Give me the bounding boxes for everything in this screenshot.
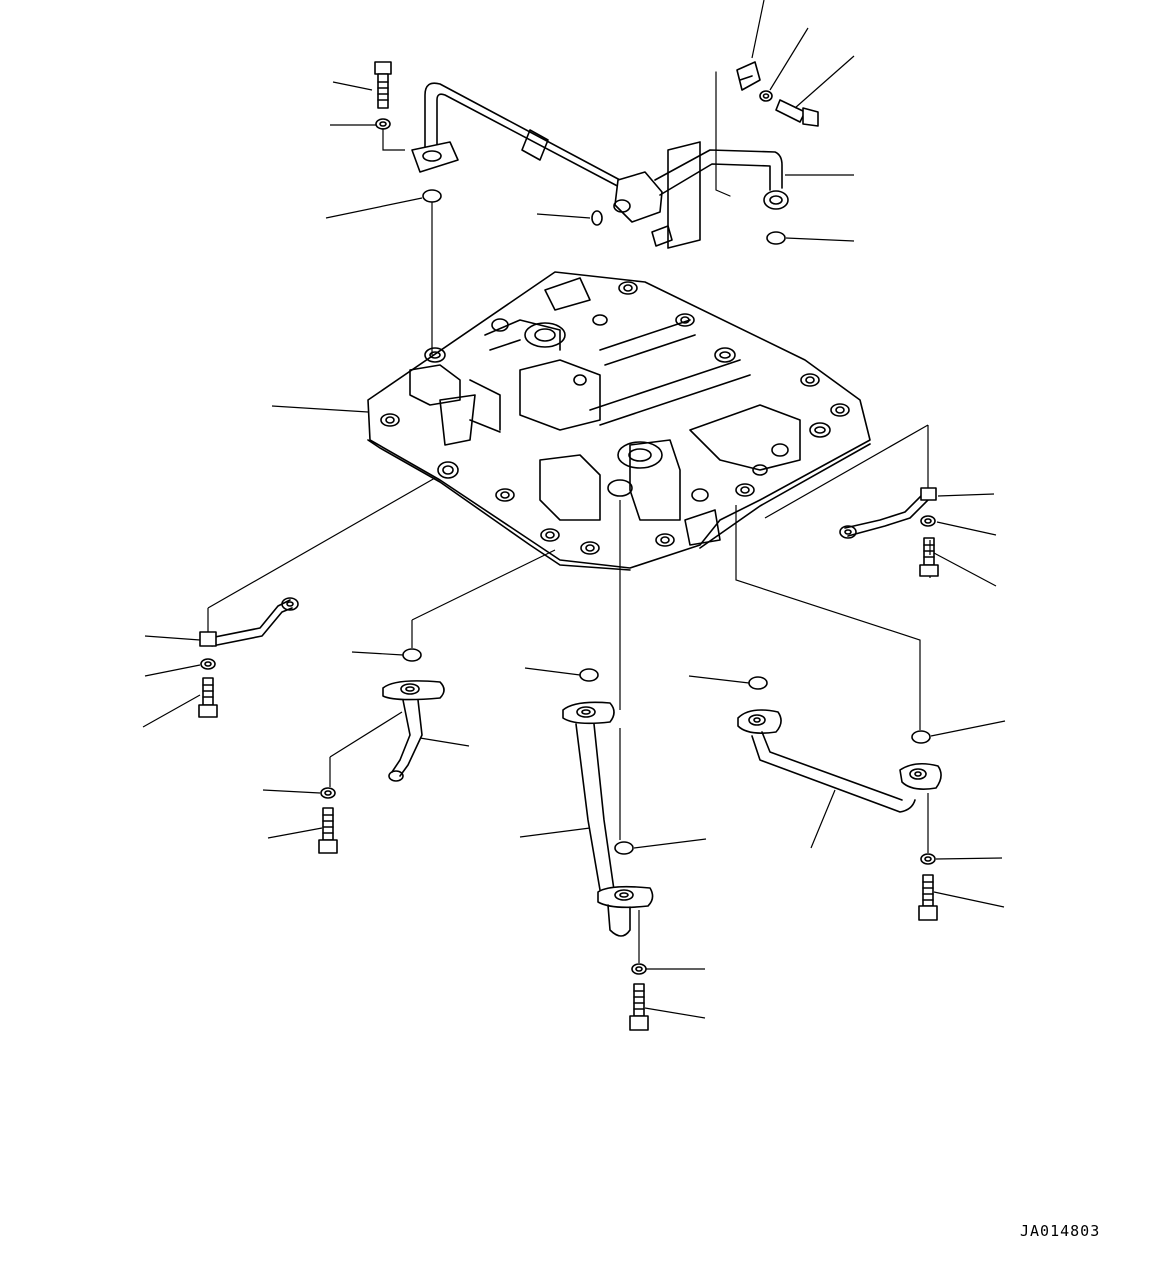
top-pipe-assembly: [411, 71, 789, 249]
clip-clamp: [736, 61, 761, 91]
o-ring-lower-left: [402, 648, 422, 662]
washer-right-small: [920, 515, 936, 527]
assembly-lines: [207, 128, 931, 963]
bolt-right-small: [919, 537, 939, 577]
bolt-top-left: [374, 61, 392, 109]
valve-body: [367, 271, 871, 571]
o-ring-lower-center-right: [748, 676, 768, 690]
o-ring-top-right: [766, 231, 786, 245]
washer-left-small: [200, 658, 216, 670]
bolt-lower-right: [918, 874, 938, 921]
washer-lower-left: [320, 787, 336, 799]
long-pipe-right: [737, 709, 942, 813]
o-ring-right: [911, 730, 931, 744]
short-pipe-left: [382, 680, 445, 782]
small-pipe-left: [199, 597, 299, 647]
long-pipe-center: [562, 701, 654, 937]
washer-lower-right: [920, 853, 936, 865]
washer-top-right: [759, 90, 773, 102]
o-ring-bottom-center: [614, 841, 634, 855]
bolt-left-small: [198, 677, 218, 718]
washer-top-left: [375, 118, 391, 130]
washer-lower-center: [631, 963, 647, 975]
leader-lines: [142, 0, 1006, 1019]
o-ring-top-left: [422, 189, 442, 203]
bolt-top-right: [775, 99, 819, 127]
o-ring-top-center: [591, 210, 603, 226]
o-ring-lower-center: [579, 668, 599, 682]
bolt-lower-left: [318, 807, 338, 854]
small-pipe-right: [839, 487, 937, 539]
bolt-lower-center: [629, 983, 649, 1031]
drawing-code-label: JA014803: [1020, 1222, 1101, 1240]
